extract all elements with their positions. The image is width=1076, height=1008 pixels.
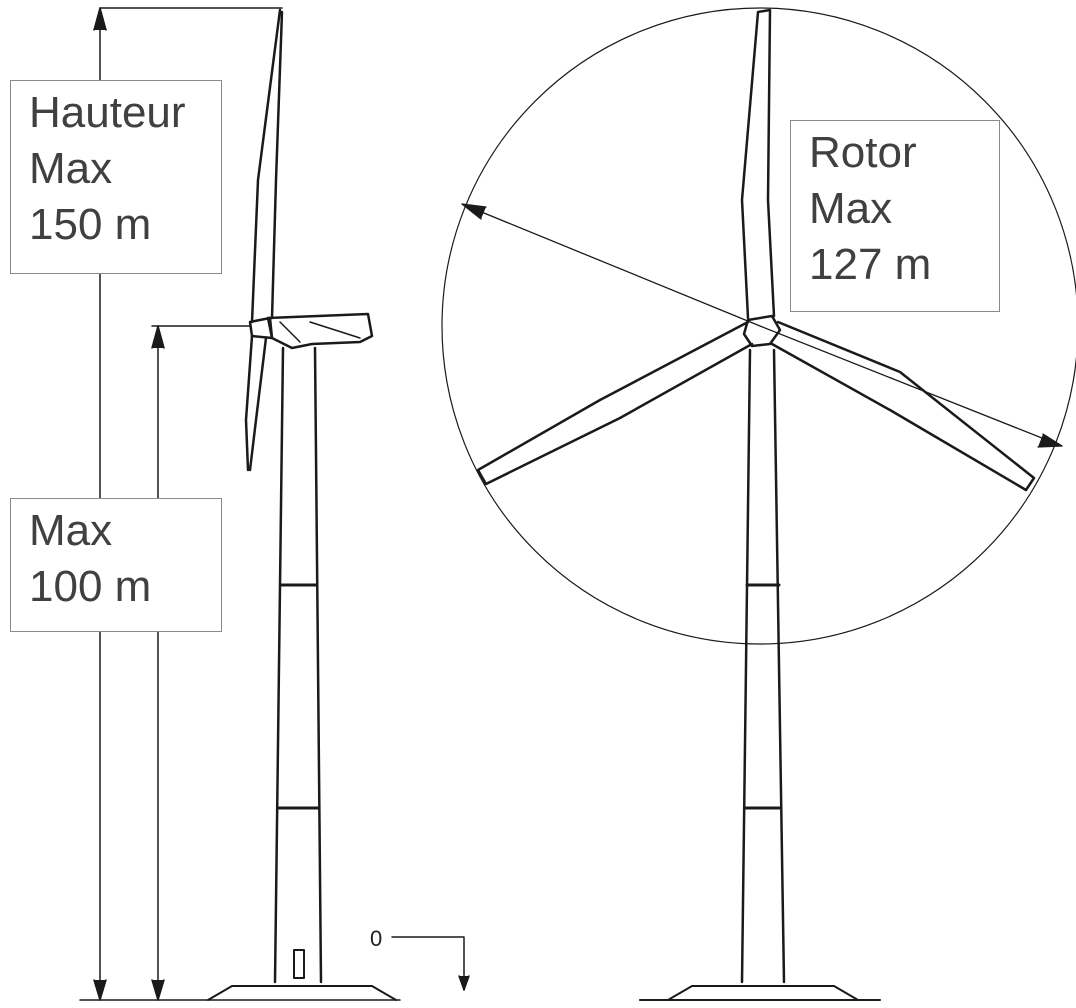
front-hub [742,314,782,348]
arrow-rotor-right [1037,433,1063,448]
rotor-diameter-line [461,203,1063,447]
side-tower [273,346,323,984]
arrow-down-hub [151,979,165,1001]
hub-height-line1: Max [29,506,113,555]
side-hub [248,316,274,340]
arrow-up-total [93,7,107,31]
side-tower-segment-joints [277,583,321,810]
arrow-down-total [93,979,107,1001]
side-nacelle [266,312,374,350]
front-foundation [639,985,881,1001]
arrow-rotor-left [461,203,487,220]
ground-reference-label: 0 [370,926,383,951]
front-view-turbine [441,7,1076,1001]
front-tower-segment-joints [743,583,783,810]
side-blade-up [250,8,284,324]
front-blade-up [740,8,776,320]
front-tower [740,348,786,984]
side-tower-door [293,949,305,979]
side-view-turbine [207,8,397,1001]
rotor-swept-circle [441,7,1076,645]
total-height-line2: Max [29,144,113,193]
ground-ref-leader [391,936,465,991]
rotor-line3: 127 m [809,240,932,289]
total-height-line1: Hauteur [29,88,186,137]
rotor-line2: Max [809,184,893,233]
side-nacelle-detail [279,321,361,343]
rotor-diameter-label: Rotor Max 127 m [790,120,1000,312]
arrow-ground-ref [458,975,470,991]
hub-height-label: Max 100 m [10,498,222,632]
side-foundation [207,985,397,1001]
rotor-line1: Rotor [809,128,917,177]
front-blade-right [770,320,1036,492]
arrow-up-hub [151,325,165,349]
side-blade-down [244,334,268,472]
front-blade-left [476,320,754,486]
hub-height-line2: 100 m [29,562,152,611]
total-height-label: Hauteur Max 150 m [10,80,222,274]
total-height-line3: 150 m [29,200,152,249]
